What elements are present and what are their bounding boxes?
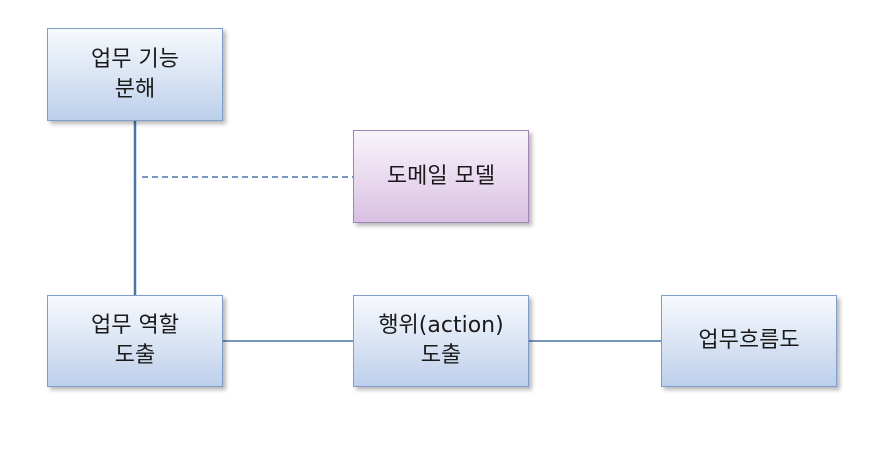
node-label-line1: 도메일 모델 [386,163,496,189]
node-label-line1: 업무흐름도 [698,328,800,353]
node-label-line1: 업무 역할 [91,313,179,338]
node-label-line2: 분해 [114,76,156,102]
node-action-derivation: 행위(action) 도출 [353,295,529,387]
node-label-line2: 도출 [114,343,156,368]
node-business-function-decomposition: 업무 기능 분해 [47,28,223,121]
node-business-role-derivation: 업무 역할 도출 [47,295,223,387]
node-label-line2: 도출 [420,343,462,368]
node-domain-model: 도메일 모델 [353,130,529,223]
node-label-line1: 업무 기능 [91,46,179,72]
node-business-flow-diagram: 업무흐름도 [661,295,837,387]
node-label-line1: 행위(action) [378,313,504,338]
